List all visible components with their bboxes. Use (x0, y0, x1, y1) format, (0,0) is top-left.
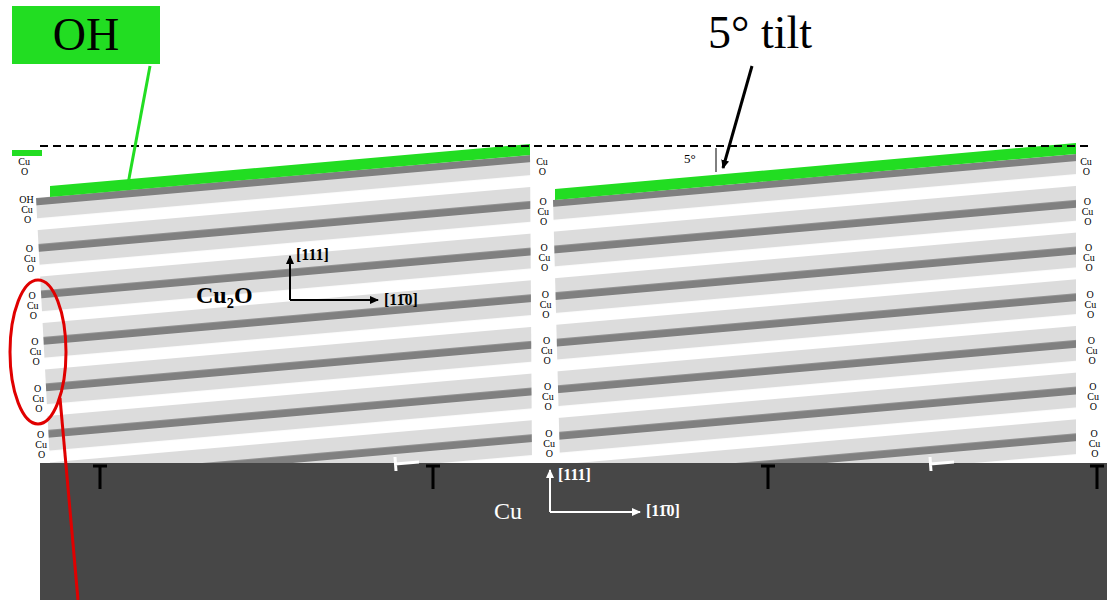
atom-label: Cu (540, 392, 556, 402)
oxide-block (553, 154, 1076, 463)
atom-label: O (1085, 402, 1101, 412)
axis-label: [111] (296, 246, 329, 264)
atom-label: O (538, 310, 554, 320)
atom-label: O (17, 167, 33, 177)
atom-label: Cu (534, 157, 550, 167)
phase-label: Cu (494, 498, 522, 524)
atom-label: O (534, 167, 550, 177)
atom-label: O (1081, 263, 1097, 273)
atom-label: O (536, 217, 552, 227)
atom-label: O (539, 336, 555, 346)
callout-line (60, 398, 78, 600)
tilt-arrow (723, 66, 752, 168)
phase-label: Cu₂O (196, 282, 253, 308)
oh-layer (555, 143, 1076, 200)
cu-substrate (40, 463, 1107, 600)
atom-label: Cu (1084, 346, 1100, 356)
axis-arrow (289, 256, 291, 300)
atom-label: Cu (539, 346, 555, 356)
axis-label: [111] (558, 466, 591, 484)
callout-ellipse (10, 280, 66, 424)
atom-label: O (1080, 217, 1096, 227)
atom-label: O (1087, 449, 1103, 459)
atom-label: Cu (1085, 392, 1101, 402)
atom-label: Cu (536, 253, 552, 263)
reference-line (40, 145, 1088, 147)
atom-label: O (34, 450, 50, 460)
atom-label: Cu (33, 440, 49, 450)
atom-label: O (535, 197, 551, 207)
label-box: OH (12, 6, 160, 64)
atom-label: O (540, 402, 556, 412)
atom-label: O (24, 291, 40, 301)
axis-label: [11̄0] (384, 291, 418, 309)
axis-arrow (290, 299, 378, 301)
oh-layer (50, 144, 530, 197)
atom-label: O (536, 243, 552, 253)
atom-label: O (537, 290, 553, 300)
atom-label: O (1083, 336, 1099, 346)
atom-label: O (1081, 243, 1097, 253)
dislocation-symbol (395, 457, 954, 471)
dislocation-symbol (93, 466, 1104, 489)
atom-label: Cu (30, 394, 46, 404)
oh-layer (12, 150, 42, 156)
atom-label: O (537, 263, 553, 273)
atom-label: O (1085, 382, 1101, 392)
atom-label: O (25, 311, 41, 321)
atom-label: O (541, 449, 557, 459)
atom-label: Cu (1081, 253, 1097, 263)
atom-label: O (540, 382, 556, 392)
angle-label: 5° (684, 152, 696, 166)
atom-label: O (1083, 310, 1099, 320)
atom-label: O (33, 430, 49, 440)
atom-label: Cu (1080, 207, 1096, 217)
atom-label: Cu (1087, 439, 1103, 449)
atom-label: O (31, 404, 47, 414)
atom-label: O (1082, 290, 1098, 300)
axis-arrow (549, 470, 551, 512)
atom-label: O (1084, 356, 1100, 366)
atom-label: O (1086, 429, 1102, 439)
atom-label: Cu (535, 207, 551, 217)
atom-label: Cu (1078, 157, 1094, 167)
atom-label: Cu (22, 254, 38, 264)
atom-label: Cu (1082, 300, 1098, 310)
atom-label: O (28, 357, 44, 367)
atom-label: O (541, 429, 557, 439)
atom-label: Cu (538, 300, 554, 310)
angle-mark (716, 148, 717, 172)
atom-label: Cu (19, 205, 35, 215)
oxide-block (36, 155, 532, 463)
atom-label: O (27, 337, 43, 347)
atom-label: Cu (541, 439, 557, 449)
atom-label: Cu (25, 301, 41, 311)
atom-label: O (1078, 167, 1094, 177)
atom-label: OH (18, 195, 34, 205)
tilt-label: 5° tilt (708, 8, 812, 58)
atom-label: O (21, 244, 37, 254)
leader-line (128, 66, 150, 184)
atom-label: O (1079, 197, 1095, 207)
atom-label: Cu (28, 347, 44, 357)
atom-label: O (20, 215, 36, 225)
axis-arrow (550, 511, 640, 513)
box-label: OH (12, 6, 160, 60)
atom-label: O (30, 384, 46, 394)
atom-label: O (539, 356, 555, 366)
atom-label: Cu (16, 157, 32, 167)
atom-label: O (23, 264, 39, 274)
axis-label: [11̄0] (646, 502, 680, 520)
